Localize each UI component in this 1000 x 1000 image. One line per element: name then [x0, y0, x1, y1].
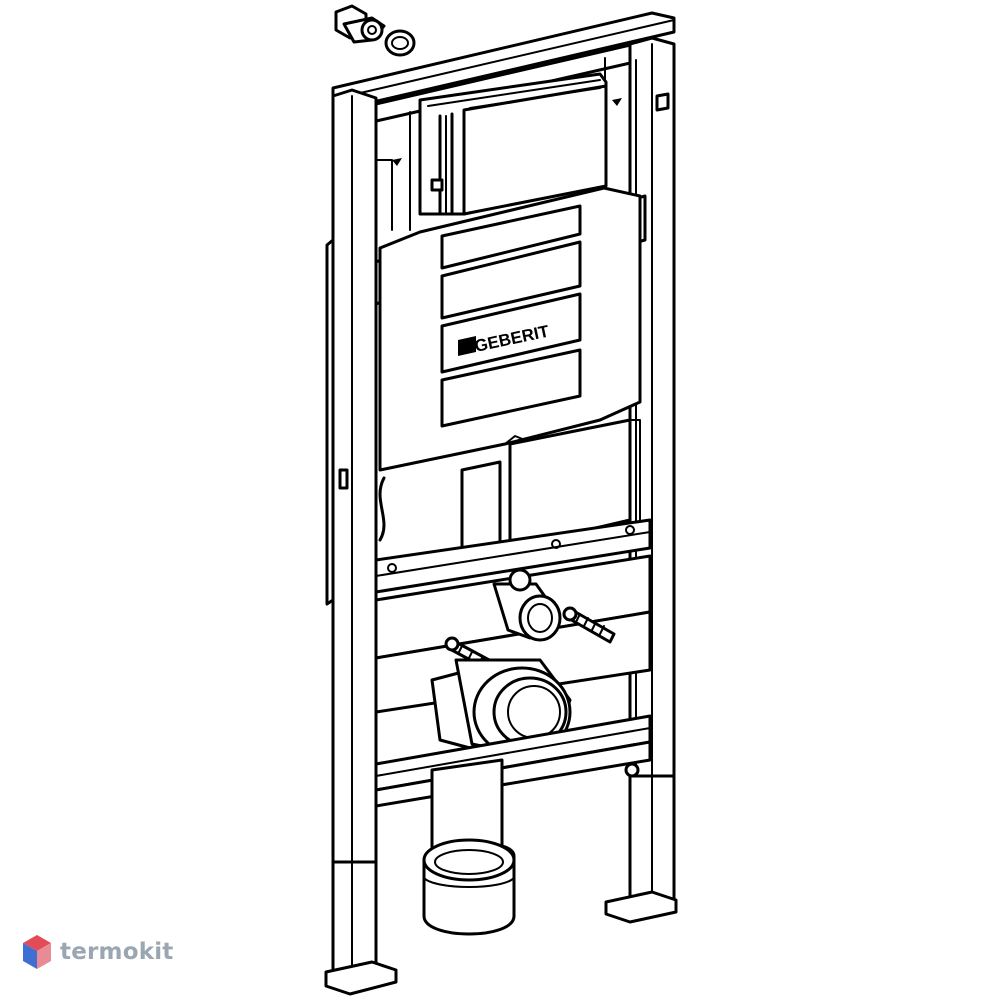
warning-labels: [392, 92, 670, 166]
watermark-text: termokit: [60, 939, 174, 965]
adjustable-foot-right: [604, 762, 678, 924]
frame-left-upright: [325, 88, 378, 864]
adjustable-foot-left: [324, 860, 398, 996]
water-connection-valve: [334, 4, 386, 44]
sealing-ring: [384, 29, 416, 57]
water-supply-elbow: [492, 568, 562, 642]
drain-outlet-pipe: [422, 758, 516, 936]
concealed-cistern: [378, 186, 642, 472]
fixing-bolt-right: [562, 606, 616, 644]
flush-pipe-and-supports: [375, 418, 641, 561]
support-rail-upper: [374, 518, 652, 594]
watermark: termokit: [22, 934, 173, 970]
service-opening-frame: [418, 72, 608, 216]
hexagon-logo-icon: [23, 935, 51, 969]
